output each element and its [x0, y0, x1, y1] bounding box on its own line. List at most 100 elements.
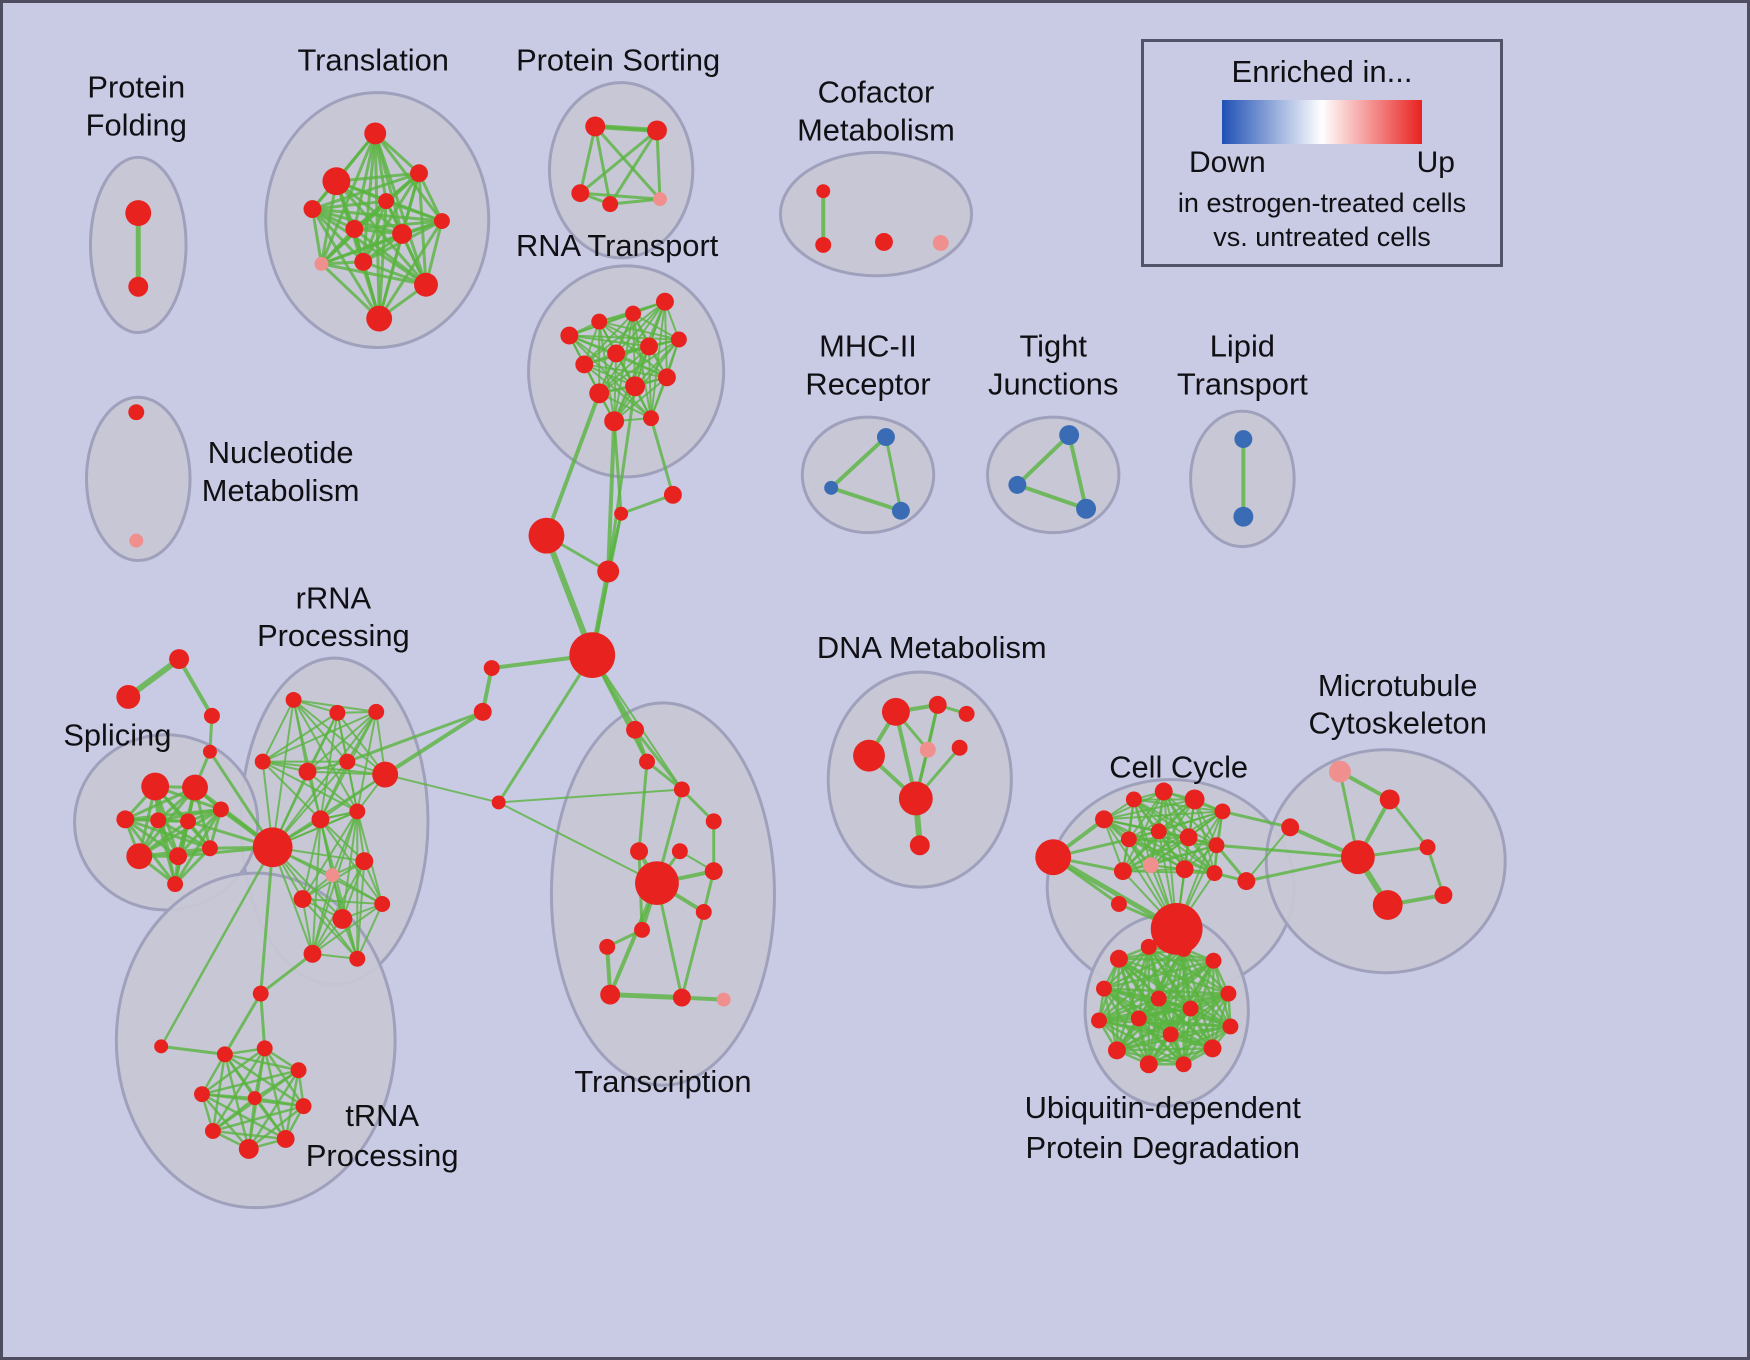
edge-cc9-cc11: [1121, 836, 1190, 873]
cluster-ellipse-mhc-ii-receptor: [800, 415, 936, 535]
gene-set-node-d4: [853, 739, 885, 772]
gene-set-node-tx8: [704, 862, 723, 881]
gene-set-node-rr10: [349, 803, 366, 820]
edge-tn9-tn10: [200, 1092, 256, 1100]
gene-set-node-rr12: [355, 852, 374, 871]
edge-rr1-rr7: [292, 698, 387, 776]
gene-set-node-mc6: [1372, 890, 1403, 920]
legend-caption-line1: in estrogen-treated cells: [1177, 188, 1467, 218]
gene-set-node-cc7: [1120, 831, 1137, 848]
edge-m1-m2: [829, 435, 888, 490]
node-layer: [116, 116, 1453, 1159]
cluster-label-splicing: Splicing: [63, 718, 171, 753]
edge-rr12-rr17: [356, 860, 366, 960]
edge-rt12-cn4: [606, 419, 617, 574]
gene-set-node-tn6: [276, 1130, 295, 1148]
gene-set-node-rr17: [349, 950, 366, 967]
cluster-label-rrna-processing: rRNA: [296, 580, 372, 615]
edge-cc3-cc14: [1132, 798, 1216, 875]
edge-ps2-ps4: [608, 128, 659, 206]
gene-set-node-t12: [433, 213, 450, 229]
edge-t2-t8: [319, 179, 338, 266]
edge-rt8-rt12: [613, 338, 680, 423]
gene-set-node-sp10: [167, 876, 184, 893]
gene-set-node-rr5: [298, 762, 317, 781]
gene-set-node-t1: [364, 122, 387, 145]
edge-t5-t11: [377, 199, 388, 321]
edge-rr13-rr15: [301, 898, 384, 906]
gene-set-node-d2: [928, 695, 947, 714]
gene-set-node-cn7: [491, 795, 506, 810]
gene-set-node-t7: [392, 224, 413, 244]
gene-set-node-rr6: [339, 753, 356, 770]
gene-set-node-d3: [958, 705, 975, 722]
gene-set-node-tn5: [295, 1098, 312, 1115]
edge-ps1-ps2: [592, 123, 660, 133]
gene-set-node-t5: [378, 193, 395, 210]
edge-rt11-rt12: [613, 376, 668, 423]
cluster-label-lipid-transport: Transport: [1177, 366, 1308, 401]
cluster-label-nucleotide-metabolism: Nucleotide: [208, 435, 354, 470]
edge-rt4-rt11: [663, 300, 668, 379]
gene-set-node-rt13: [643, 410, 659, 427]
gene-set-node-rt7: [640, 337, 658, 356]
gene-set-node-cc14: [1206, 865, 1223, 882]
edge-rr16-tn0: [259, 952, 314, 996]
edge-rr11-rr15: [331, 874, 384, 906]
edge-t1-t8: [319, 131, 377, 266]
cluster-label-lipid-transport: Lipid: [1210, 328, 1275, 363]
cluster-ellipse-tight-junctions: [986, 415, 1121, 535]
edge-u7-u13: [1097, 997, 1160, 1022]
edge-u12-u13: [1157, 997, 1214, 1050]
legend-gradient-bar: [1222, 100, 1422, 144]
edge-ot1-ot3: [177, 657, 214, 718]
edge-rr6-rr9: [319, 760, 349, 821]
cluster-label-rna-transport: RNA Transport: [516, 228, 719, 263]
gene-set-node-rr1: [285, 691, 302, 708]
cluster-label-protein-sorting: Protein Sorting: [516, 43, 720, 78]
edge-tn8-tn10: [211, 1096, 256, 1133]
gene-set-node-mc1: [1328, 760, 1351, 783]
gene-set-node-m1: [876, 428, 895, 447]
gene-set-node-cc17: [1237, 872, 1256, 891]
gene-set-node-tx3: [673, 781, 690, 798]
gene-set-node-t10: [414, 272, 438, 297]
edge-rr7-rr9: [319, 773, 387, 821]
edge-ps4-ps5: [608, 197, 662, 206]
edge-rr1-rr8: [271, 698, 295, 849]
edge-u10-u13: [1147, 997, 1160, 1066]
edge-rr3-rr10: [356, 710, 378, 813]
edge-u11-u15: [1137, 1017, 1185, 1066]
gene-set-node-rr4: [254, 753, 271, 770]
edge-tj2-tj3: [1015, 482, 1089, 511]
edge-cn6-rr7: [383, 709, 485, 777]
gene-set-node-mc2: [1379, 789, 1400, 810]
legend-caption-line2: vs. untreated cells: [1213, 222, 1431, 252]
edge-sp3-sp8: [123, 817, 180, 858]
cluster-label-translation: Translation: [297, 43, 449, 78]
gene-set-node-u8: [1222, 1018, 1239, 1035]
edge-t3-t12: [310, 207, 444, 223]
edge-rt4-rt6: [615, 300, 666, 355]
gene-set-node-sp9: [201, 840, 218, 857]
edge-u5-u12: [1102, 987, 1214, 1050]
gene-set-node-cc4: [1154, 782, 1173, 801]
edge-cn3-rt9: [544, 391, 602, 538]
gene-set-node-cc3: [1125, 791, 1142, 808]
edge-cc4-cc10: [1162, 790, 1218, 847]
gene-set-node-tn1: [154, 1039, 169, 1054]
edge-cc17-mc4: [1244, 855, 1360, 883]
gene-set-node-u11: [1175, 1056, 1192, 1073]
edge-t8-t11: [319, 262, 381, 321]
cluster-label-ubiquitin-degradation: Protein Degradation: [1025, 1130, 1299, 1165]
gene-set-node-rr11: [325, 868, 340, 883]
gene-set-node-sp1: [141, 772, 170, 801]
legend-down-label: Down: [1189, 146, 1266, 179]
edge-tn4-tn10: [253, 1069, 300, 1100]
edge-rr12-rr16: [311, 860, 366, 955]
edge-cn6-rr6: [345, 710, 485, 764]
gene-set-node-t8: [314, 256, 329, 271]
edge-rt5-rt13: [583, 363, 652, 420]
edge-tn3-tn10: [253, 1047, 266, 1100]
